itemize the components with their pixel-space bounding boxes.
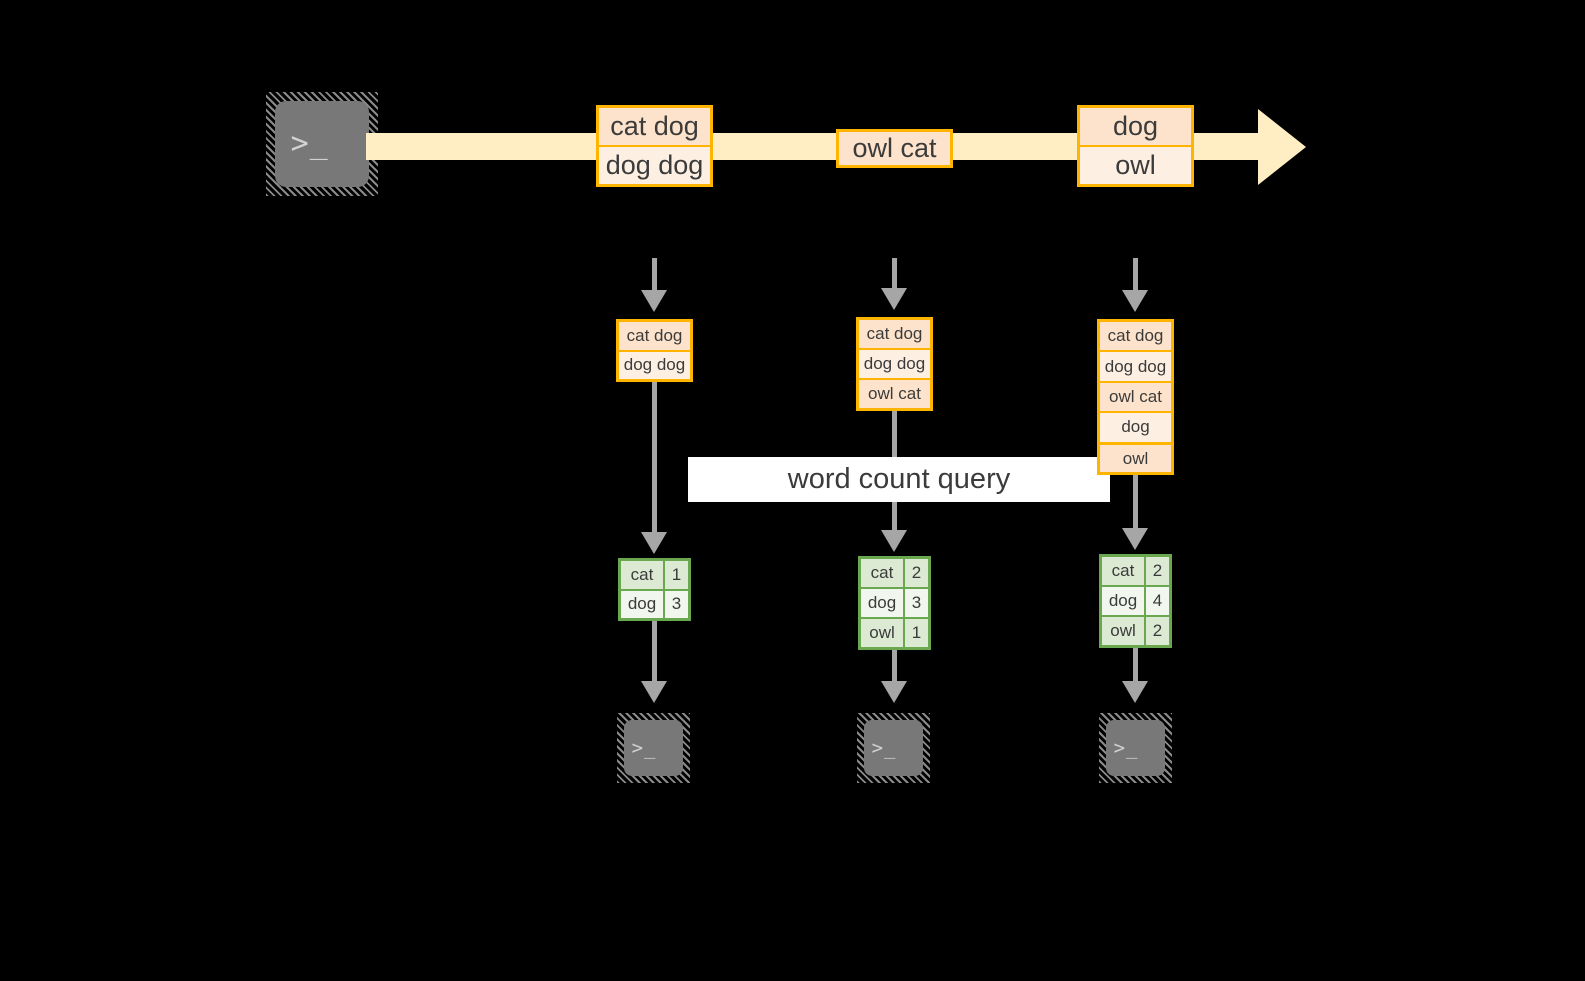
table-row: owl 2 [1102,617,1169,645]
snapshot-2-result-table: cat 2 dog 3 owl 1 [858,556,931,650]
snapshot-3-tap-arrowhead [1122,290,1148,312]
record-stream-arrowhead [1258,109,1306,185]
table-row: dog 3 [861,589,928,619]
table-row: cat 1 [621,561,688,591]
snapshot-1-query-line [652,382,657,536]
stream-batch-3-line-2: owl [1080,147,1191,184]
snapshot-2-sink-arrowhead [881,681,907,703]
snapshot-3-row-2-word: dog [1102,587,1146,615]
snapshot-3-accumulated-overlay: owl [1097,443,1174,475]
stream-batch-3: dog owl [1077,105,1194,187]
terminal-prompt-glyph: >_ [1113,736,1139,759]
snapshot-2-row-1-word: cat [861,559,905,587]
snapshot-3-sink-arrowhead [1122,681,1148,703]
snapshot-2-accumulated-line-3: owl cat [859,380,930,408]
snapshot-1-accumulated-line-1: cat dog [619,322,690,352]
terminal-body [275,101,369,187]
snapshot-2-sink-terminal-icon: >_ [857,713,930,783]
table-row: cat 2 [1102,557,1169,587]
stream-batch-1-line-1: cat dog [599,108,710,147]
snapshot-1-sink-arrowhead [641,681,667,703]
snapshot-2-row-3-count: 1 [905,619,928,647]
terminal-prompt-glyph: >_ [290,126,329,161]
snapshot-1-row-2-count: 3 [665,590,688,618]
snapshot-3-result-table: cat 2 dog 4 owl 2 [1099,554,1172,648]
snapshot-2-row-2-count: 3 [905,589,928,617]
snapshot-3-row-2-count: 4 [1146,587,1169,615]
snapshot-3-accumulated-line-2: dog dog [1100,352,1171,383]
snapshot-3-row-1-count: 2 [1146,557,1169,585]
snapshot-3-row-3-word: owl [1102,617,1146,645]
snapshot-3-sink-terminal-icon: >_ [1099,713,1172,783]
table-row: dog 4 [1102,587,1169,617]
table-row: cat 2 [861,559,928,589]
terminal-body [864,720,923,776]
snapshot-3-row-3-count: 2 [1146,617,1169,645]
snapshot-2-query-arrowhead [881,530,907,552]
snapshot-1-row-2-word: dog [621,590,665,618]
snapshot-1-tap-arrowhead [641,290,667,312]
snapshot-1-tap-line [652,258,657,292]
snapshot-1-accumulated-line-2: dog dog [619,351,690,379]
terminal-prompt-glyph: >_ [631,736,657,759]
snapshot-1-query-arrowhead [641,532,667,554]
snapshot-3-accumulated-line-5-overlay: owl [1100,445,1171,472]
stream-batch-2: owl cat [836,129,953,168]
snapshot-1-result-table: cat 1 dog 3 [618,558,691,621]
terminal-prompt-glyph: >_ [871,736,897,759]
stream-batch-1: cat dog dog dog [596,105,713,187]
snapshot-1-accumulated: cat dog dog dog [616,319,693,382]
snapshot-1-sink-line [652,621,657,685]
snapshot-2-accumulated-line-2: dog dog [859,350,930,380]
snapshot-3-accumulated-line-3: owl cat [1100,382,1171,414]
snapshot-3-row-1-word: cat [1102,557,1146,585]
query-label: word count query [688,457,1110,502]
snapshot-2-sink-line [892,650,897,685]
table-row: owl 1 [861,619,928,647]
snapshot-2-row-3-word: owl [861,619,905,647]
snapshot-1-row-1-count: 1 [665,561,688,589]
table-row: dog 3 [621,590,688,618]
snapshot-1-row-1-word: cat [621,561,665,589]
snapshot-3-query-line [1133,475,1138,533]
snapshot-3-accumulated-line-1: cat dog [1100,322,1171,353]
snapshot-2-tap-arrowhead [881,288,907,310]
stream-batch-2-line-1: owl cat [839,132,950,165]
snapshot-2-tap-line [892,258,897,290]
snapshot-2-accumulated-line-1: cat dog [859,320,930,350]
snapshot-3-tap-line [1133,258,1138,292]
snapshot-2-accumulated: cat dog dog dog owl cat [856,317,933,411]
terminal-body [624,720,683,776]
stream-batch-1-line-2: dog dog [599,147,710,184]
stream-batch-3-line-1: dog [1080,108,1191,147]
source-terminal-icon: >_ [266,92,378,196]
snapshot-3-query-arrowhead [1122,528,1148,550]
terminal-body [1106,720,1165,776]
snapshot-1-sink-terminal-icon: >_ [617,713,690,783]
snapshot-2-row-1-count: 2 [905,559,928,587]
snapshot-3-accumulated-line-4: dog [1100,413,1171,444]
snapshot-2-row-2-word: dog [861,589,905,617]
snapshot-3-sink-line [1133,648,1138,685]
